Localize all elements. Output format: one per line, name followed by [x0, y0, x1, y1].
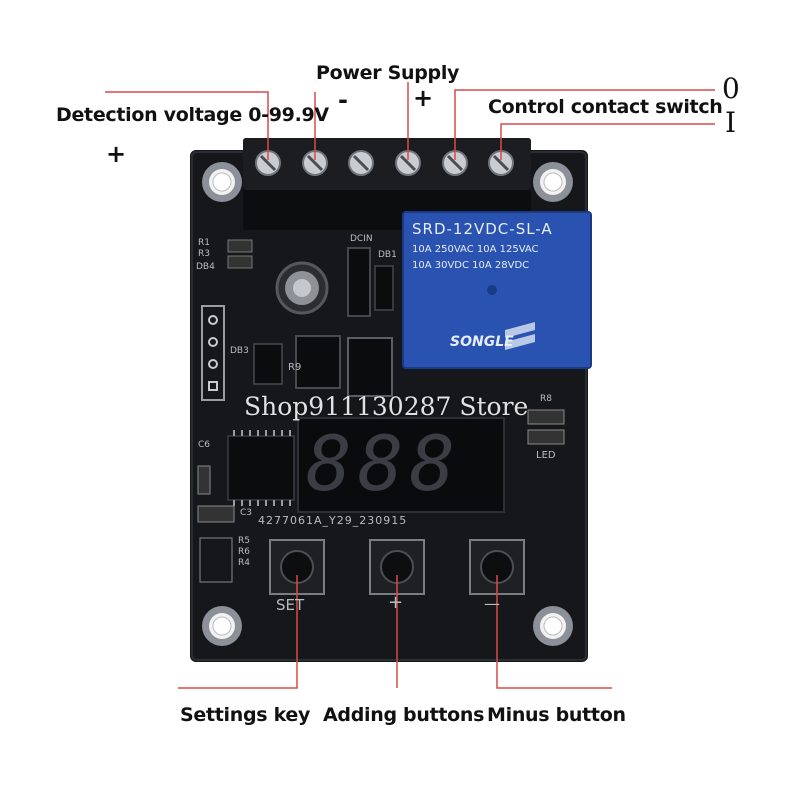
silk-r8: R8	[540, 394, 552, 404]
silk-db3: DB3	[230, 346, 249, 356]
leader-contact-zero	[454, 89, 715, 160]
symbol-contact-one: I	[725, 106, 737, 139]
silk-r4: R4	[238, 558, 250, 568]
display-digits: 888	[306, 419, 462, 508]
leader-minus-button	[496, 575, 612, 689]
resistor-group-left	[199, 537, 233, 583]
silk-c3: C3	[240, 508, 253, 518]
button-label-set: SET	[276, 596, 305, 614]
store-watermark: Shop911130287 Store	[244, 392, 529, 421]
relay-brand: SONGLE	[450, 334, 514, 350]
power-transistor	[347, 337, 393, 397]
silk-db4: DB4	[196, 262, 215, 272]
relay-model-text: SRD-12VDC-SL-A	[412, 220, 553, 238]
leader-contact-one	[500, 123, 715, 160]
leader-lines	[105, 82, 715, 689]
button-label-minus: —	[484, 594, 500, 613]
label-minus-button: Minus button	[487, 704, 626, 726]
led-silkscreen: LED	[536, 450, 556, 461]
resistor-r8	[527, 409, 565, 425]
silk-r6: R6	[238, 547, 250, 557]
settings-key-switch	[269, 539, 325, 595]
capacitor-c3	[197, 505, 235, 523]
electrolytic-capacitor	[275, 261, 329, 315]
transistor-db3	[253, 343, 283, 385]
label-detection-voltage: Detection voltage 0-99.9V	[56, 104, 329, 126]
led-indicator	[527, 429, 565, 445]
voltage-regulator	[295, 335, 341, 389]
small-diode-left	[227, 239, 253, 253]
mounting-hole-bottom-right	[533, 606, 573, 646]
header-pins	[201, 305, 225, 401]
button-label-plus: +	[388, 592, 404, 613]
silk-r9: R9	[288, 362, 302, 373]
serial-silkscreen: 4277061A_Y29_230915	[258, 514, 408, 527]
silk-r3: R3	[198, 249, 210, 259]
leader-settings-key	[178, 575, 298, 689]
diode-db1	[374, 265, 394, 311]
symbol-supply-minus: -	[338, 86, 348, 114]
relay-rating-2: 10A 30VDC 10A 28VDC	[412, 260, 530, 271]
capacitor-c6	[197, 465, 211, 495]
symbol-supply-plus: +	[413, 84, 434, 112]
label-adding-buttons: Adding buttons	[323, 704, 485, 726]
small-diode-left-2	[227, 255, 253, 269]
relay	[402, 211, 592, 369]
relay-rating-1: 10A 250VAC 10A 125VAC	[412, 244, 539, 255]
label-settings-key: Settings key	[180, 704, 311, 726]
mounting-hole-top-right	[533, 162, 573, 202]
silk-r1: R1	[198, 238, 210, 248]
label-power-supply: Power Supply	[316, 62, 460, 84]
label-control-contact: Control contact switch	[488, 96, 723, 118]
seven-segment-display	[297, 417, 505, 513]
mounting-hole-top-left	[202, 162, 242, 202]
silk-db1: DB1	[378, 250, 397, 260]
silk-dcin: DCIN	[350, 234, 373, 244]
dc-in-diode	[347, 247, 371, 317]
symbol-contact-zero: 0	[722, 72, 740, 105]
silk-c6: C6	[198, 440, 211, 450]
symbol-detect-plus: +	[106, 140, 127, 168]
silk-r5: R5	[238, 536, 250, 546]
mounting-hole-bottom-left	[202, 606, 242, 646]
ic-chip	[227, 430, 295, 506]
leader-detection-voltage	[105, 91, 269, 160]
